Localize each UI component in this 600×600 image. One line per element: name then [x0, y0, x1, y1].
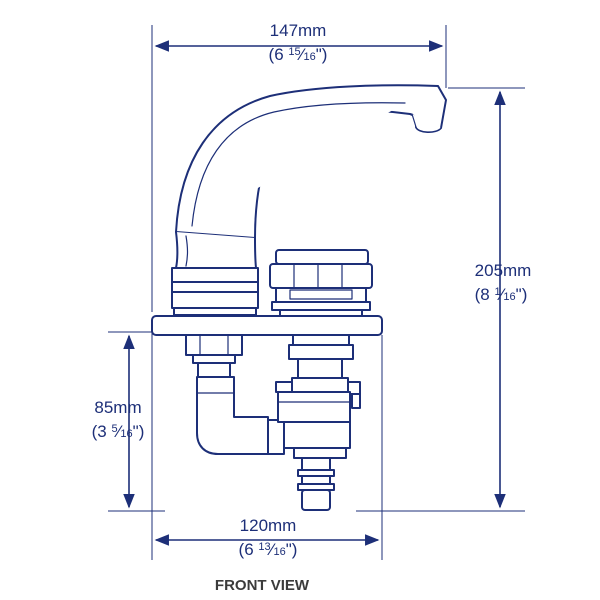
dim-width-top-mm: 147mm	[270, 21, 327, 40]
faucet	[151, 84, 447, 511]
dim-height-total-inches: (8 1⁄16")	[475, 285, 528, 304]
dim-label-height-lower: 85mm (3 5⁄16")	[92, 398, 145, 441]
handle-knob	[269, 249, 373, 317]
dim-width-top-inches: (6 15⁄16")	[269, 45, 328, 64]
dim-label-height-total: 205mm (8 1⁄16")	[475, 261, 532, 304]
view-caption: FRONT VIEW	[215, 577, 310, 594]
dim-height-total-mm: 205mm	[475, 261, 532, 280]
dim-height-lower-inches: (3 5⁄16")	[92, 422, 145, 441]
left-shank	[185, 334, 243, 378]
dimension-arrows	[123, 40, 506, 546]
dim-label-width-bottom: 120mm (6 13⁄16")	[239, 516, 298, 559]
elbow-connector	[196, 376, 285, 455]
dim-width-bottom-mm: 120mm	[240, 516, 297, 535]
extension-lines	[108, 25, 525, 560]
dim-height-lower-mm: 85mm	[94, 398, 141, 417]
spout	[175, 84, 447, 269]
outlet-nozzle	[297, 457, 335, 511]
base-plate	[151, 315, 383, 336]
dim-width-bottom-inches: (6 13⁄16")	[239, 540, 298, 559]
dim-label-width-top: 147mm (6 15⁄16")	[269, 21, 328, 64]
valve-body	[275, 334, 361, 459]
body-collar	[171, 267, 259, 316]
